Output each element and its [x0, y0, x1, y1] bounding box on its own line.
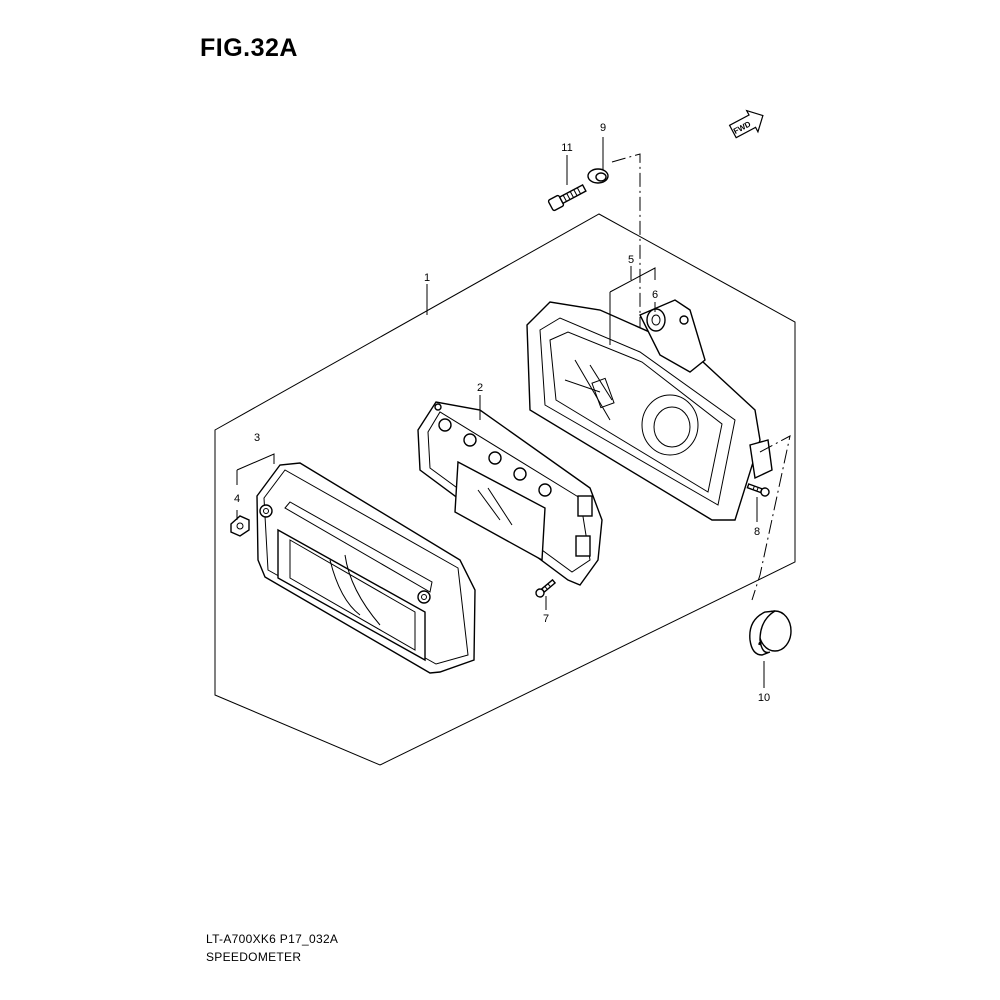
callout-10: 10: [758, 692, 770, 704]
svg-text:■: ■: [757, 641, 764, 647]
callout-9: 9: [600, 122, 606, 134]
bolt-icon: [547, 183, 587, 212]
callout-4: 4: [234, 493, 240, 505]
assembly-line-side: [751, 435, 791, 601]
callout-11: 11: [561, 142, 572, 154]
callout-6: 6: [652, 289, 658, 301]
screw-icon: [746, 483, 770, 497]
grommet-icon: [646, 308, 666, 332]
figure-title: FIG.32A: [200, 34, 298, 62]
callout-7: 7: [543, 613, 549, 625]
fwd-arrow-icon: FWD: [728, 109, 764, 139]
front-cover-icon: [256, 462, 476, 674]
figure-name: SPEEDOMETER: [206, 950, 302, 964]
meter-unit-icon: [417, 401, 603, 586]
washer-icon: [587, 168, 609, 184]
assembly-boundary: [214, 213, 796, 766]
screw-icon: [230, 515, 250, 537]
callout-5: 5: [628, 254, 634, 266]
callout-8: 8: [754, 526, 760, 538]
cushion-icon: ■: [749, 610, 792, 656]
assembly-line-top: [611, 153, 641, 330]
screw-icon: [535, 578, 557, 598]
callout-labels: 1 2 3 4 5 6 7 8 9 11 10: [234, 122, 770, 704]
callout-1: 1: [424, 272, 430, 284]
callout-leaders: [236, 137, 765, 688]
callout-2: 2: [477, 382, 483, 394]
figure-code: LT-A700XK6 P17_032A: [206, 932, 339, 946]
callout-3: 3: [254, 432, 260, 444]
